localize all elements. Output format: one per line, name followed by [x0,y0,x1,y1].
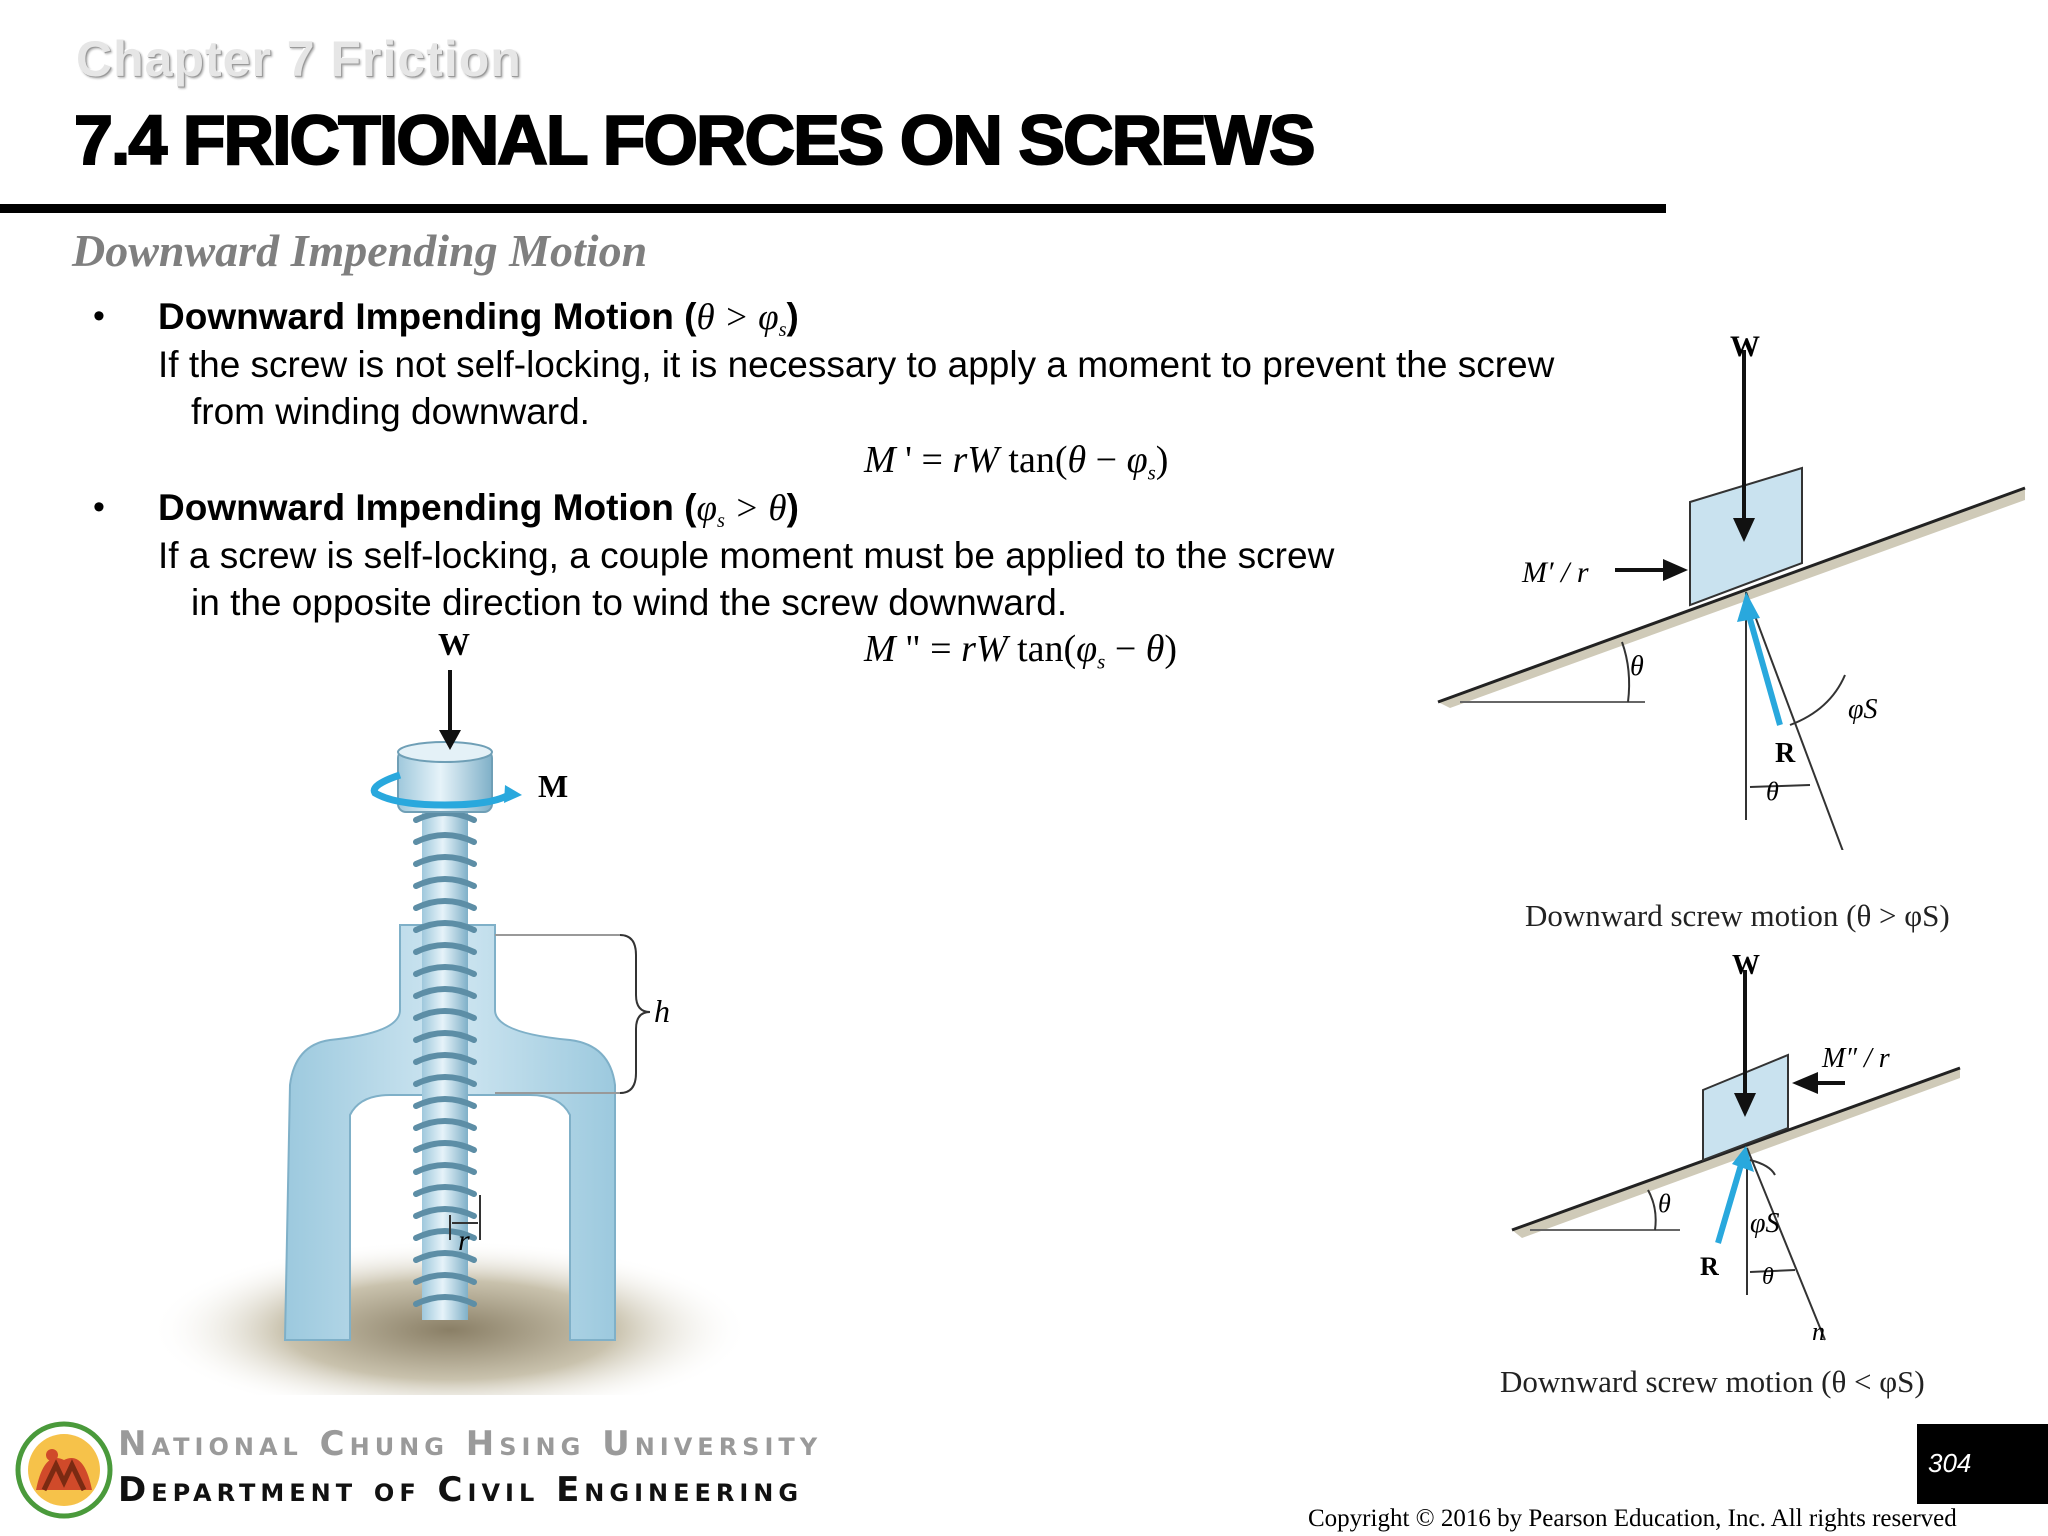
bullet-heading-text: Downward Impending Motion ( [158,487,697,528]
figure-caption-lower: Downward screw motion (θ < φS) [1500,1364,1925,1399]
reaction-arrow [1745,611,1783,726]
bullet-heading-close: ) [786,487,799,528]
bullet-text-line: in the opposite direction to wind the sc… [191,582,1068,623]
label-r: r [458,1224,470,1257]
label-moment: M″ / r [1821,1043,1890,1074]
bullet-heading: Downward Impending Motion (θ > φs) [158,296,799,342]
label-r: R [1700,1252,1719,1281]
equation-m-prime: M ' = rW tan(θ − φs) [864,439,1169,485]
university-logo [15,1421,113,1519]
chapter-label: Chapter 7 Friction [76,31,522,87]
figure-caption-upper: Downward screw motion (θ > φS) [1525,898,1950,933]
label-w: W [1730,330,1760,363]
slide-number-box [1917,1424,2048,1504]
equation-m-double-prime: M " = rW tan(φs − θ) [864,628,1178,674]
section-subtitle: Downward Impending Motion [72,225,648,276]
label-phi: φS [1750,1208,1780,1239]
bullet-text-line: If the screw is not self-locking, it is … [158,344,1555,385]
label-moment: M′ / r [1521,556,1589,589]
label-w: W [1732,950,1760,981]
bullet-heading-math: θ > φs [696,297,787,342]
bullet-marker: • [93,488,105,526]
label-theta-offset: θ [1762,1264,1774,1290]
screw-thread [413,810,477,1320]
bullet-marker: • [93,297,105,335]
bullet-heading: Downward Impending Motion (φs > θ) [158,487,799,533]
label-r: R [1775,738,1796,769]
height-brace [619,934,651,1094]
title-divider [0,204,1666,213]
bullet-text-line: If a screw is self-locking, a couple mom… [158,535,1335,576]
bullet-heading-text: Downward Impending Motion ( [158,296,697,337]
label-n: n [1838,844,1852,850]
slide-number: 304 [1928,1448,1972,1478]
label-h: h [654,993,670,1029]
screw-jack-figure: W M h r [150,626,750,1395]
bullet-text-line: from winding downward. [191,391,590,432]
incline-diagram-lower: θ W M″ / r n R φS θ [1511,950,1961,1346]
incline-diagram-upper: θ W M′ / r n R φS θ [1437,330,2026,850]
bullet-heading-close: ) [786,296,799,337]
label-phi: φS [1848,694,1878,725]
moment-arrow [370,771,515,809]
label-theta: θ [1658,1189,1671,1218]
label-m: M [538,768,568,804]
reaction-arrow [1715,1157,1746,1244]
slide-title: 7.4 FRICTIONAL FORCES ON SCREWS [73,100,1317,180]
label-w: W [438,626,470,662]
label-theta: θ [1630,651,1644,682]
normal-line [1745,591,1844,850]
copyright-notice: Copyright © 2016 by Pearson Education, I… [1308,1505,1957,1532]
incline-surface [1512,1068,1960,1238]
normal-line [1746,1147,1826,1341]
bullet-heading-math: φs > θ [696,488,787,533]
university-name: National Chung Hsing University [118,1424,823,1464]
department-name: Department of Civil Engineering [118,1470,804,1510]
label-n: n [1812,1317,1825,1346]
label-theta-offset: θ [1766,777,1779,806]
